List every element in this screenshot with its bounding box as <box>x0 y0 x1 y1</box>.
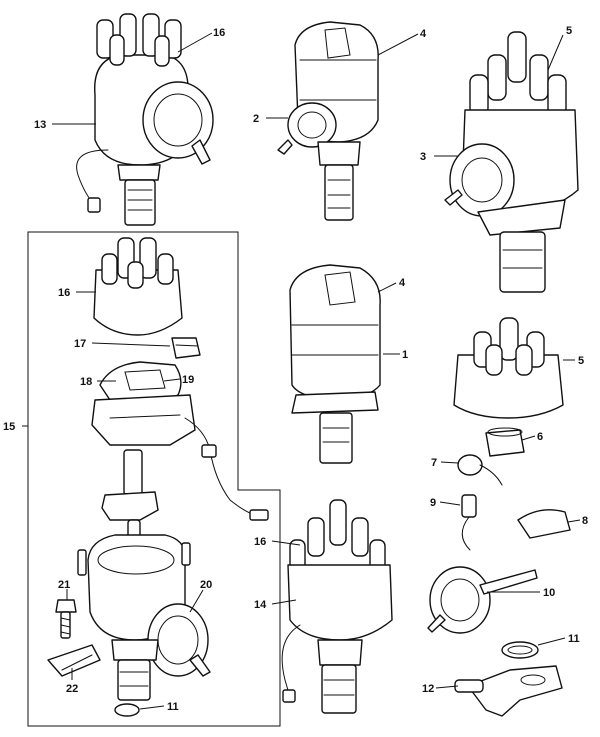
callout-4-top: 4 <box>420 28 427 40</box>
callout-16-panel: 16 <box>58 287 70 299</box>
callout-16-top-left: 16 <box>213 27 225 39</box>
distributor-assembly-bottom-center <box>281 499 393 714</box>
callout-5-middle: 5 <box>578 355 584 367</box>
callout-6: 6 <box>537 431 543 443</box>
callout-18: 18 <box>80 376 92 388</box>
exploded-distributor-panel <box>27 231 281 727</box>
callout-12: 12 <box>422 683 434 695</box>
callout-4-middle: 4 <box>399 277 406 289</box>
callout-16-bottom: 16 <box>254 536 266 548</box>
callouts: 16 13 4 2 5 3 16 17 18 19 15 4 1 5 6 7 9… <box>3 25 588 713</box>
callout-1: 1 <box>402 349 408 361</box>
condenser <box>457 454 503 486</box>
callout-10: 10 <box>543 587 555 599</box>
distributor-body-middle <box>289 264 381 464</box>
callout-13: 13 <box>34 119 46 131</box>
callout-5-top: 5 <box>566 25 572 37</box>
callout-17: 17 <box>74 338 86 350</box>
clamp-plate <box>454 665 563 717</box>
callout-2: 2 <box>253 113 259 125</box>
contact-set <box>461 494 571 551</box>
callout-11-panel: 11 <box>167 701 179 713</box>
distributor-body-top-center <box>277 21 379 221</box>
callout-3: 3 <box>420 151 426 163</box>
callout-9: 9 <box>430 497 436 509</box>
callout-11-right: 11 <box>568 633 580 645</box>
distributor-assembly-top-right <box>444 31 579 293</box>
callout-19: 19 <box>182 374 194 386</box>
vacuum-unit <box>427 566 538 634</box>
rotor-arm <box>485 427 525 457</box>
callout-14: 14 <box>254 599 267 611</box>
distributor-assembly-top-left <box>76 13 214 226</box>
seal-ring <box>501 641 539 659</box>
callout-21: 21 <box>58 579 70 591</box>
callout-20: 20 <box>200 579 212 591</box>
callout-22: 22 <box>66 683 78 695</box>
distributor-cap <box>453 317 564 419</box>
callout-7: 7 <box>431 457 437 469</box>
leader-lines <box>22 32 581 710</box>
callout-8: 8 <box>582 515 588 527</box>
callout-15: 15 <box>3 421 15 433</box>
